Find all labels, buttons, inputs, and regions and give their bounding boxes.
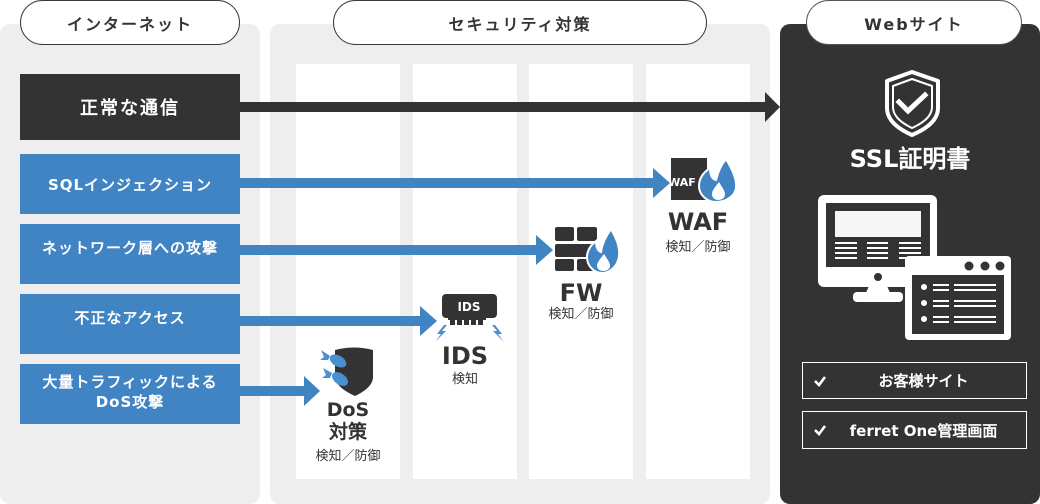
traffic-sql-injection-label: SQLインジェクション: [47, 175, 213, 194]
defense-dos-name-line1: DoS: [326, 399, 370, 421]
protected-target-label: ferret One管理画面: [849, 421, 998, 440]
protected-target-customer-site: お客様サイト: [802, 362, 1027, 399]
ssl-certificate-label: SSL証明書: [849, 145, 971, 173]
protected-target-label: お客様サイト: [878, 372, 969, 390]
check-icon: [814, 375, 827, 387]
website-section-title: Webサイト: [806, 0, 1022, 45]
traffic-dos-attack-label-line2: DoS攻撃: [95, 393, 165, 411]
traffic-unauthorized-access-label: 不正なアクセス: [74, 309, 186, 327]
defense-dos-function: 検知／防御: [315, 449, 381, 464]
traffic-dos-attack-box: 大量トラフィックによる DoS攻撃: [20, 364, 240, 424]
defense-ids-name: IDS: [441, 342, 489, 370]
defense-column-dos: [296, 64, 400, 479]
traffic-dos-attack-label-line1: 大量トラフィックによる: [42, 373, 218, 391]
traffic-network-attack-box: ネットワーク層への攻撃: [20, 224, 240, 284]
defense-ids-function: 検知: [451, 372, 478, 387]
defense-fw-name: FW: [559, 279, 603, 307]
traffic-normal-box: 正常な通信: [20, 74, 240, 140]
defense-fw-function: 検知／防御: [548, 307, 614, 322]
protected-target-admin-screen: ferret One管理画面: [802, 411, 1027, 449]
defense-waf-name: WAF: [667, 208, 729, 236]
internet-section-title: インターネット: [20, 0, 240, 45]
defense-column-fw: [529, 64, 633, 479]
security-section-title: セキュリティ対策: [333, 0, 707, 45]
defense-dos-name-line2: 対策: [328, 421, 367, 443]
traffic-sql-injection-box: SQLインジェクション: [20, 154, 240, 214]
traffic-unauthorized-access-box: 不正なアクセス: [20, 294, 240, 354]
defense-waf-function: 検知／防御: [665, 240, 731, 255]
traffic-normal-label: 正常な通信: [80, 98, 180, 119]
defense-column-ids: [413, 64, 517, 479]
traffic-network-attack-label: ネットワーク層への攻撃: [41, 239, 218, 257]
defense-column-waf: [646, 64, 750, 479]
check-icon: [814, 425, 827, 436]
